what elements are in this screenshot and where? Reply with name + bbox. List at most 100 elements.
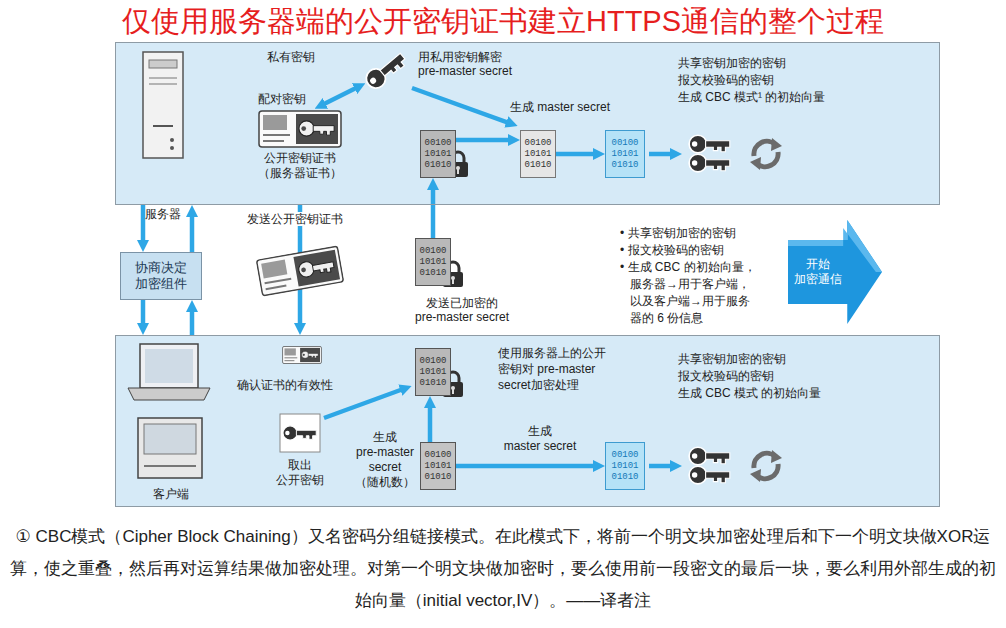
laptop-icon	[140, 344, 198, 388]
label-wrap: 生成	[373, 430, 397, 444]
node-text: 协商决定 加密组件	[132, 260, 190, 292]
flow-arrow	[141, 300, 146, 329]
step-label: 发送已加密的	[426, 296, 498, 310]
panel-heading: 客户端	[153, 487, 189, 501]
client-terminal-icon	[144, 465, 196, 467]
step-label: 服务器→用于客户端，	[630, 277, 750, 291]
node-text: 00100 10101 01010	[423, 450, 453, 483]
panel-heading-wrap: 客户端	[153, 487, 189, 501]
step-label: 确认证书的有效性	[237, 378, 333, 392]
public-key-icon	[283, 426, 316, 440]
step-label: 使用服务器上的公开	[498, 346, 606, 360]
public-key-icon	[280, 414, 320, 452]
encrypt-arrow	[324, 388, 406, 418]
step-label: 以及客户端→用于服务	[630, 294, 750, 308]
step-label: 共享密钥加密的密钥	[678, 352, 786, 366]
title-wrap: 仅使用服务器端的公开密钥证书建立HTTPS通信的整个过程	[0, 3, 1006, 39]
label-wrap: 生成 CBC 模式 的初始向量	[678, 386, 821, 400]
node-text: 00100 10101 01010	[610, 450, 640, 483]
flow-arrow	[190, 211, 195, 252]
label-wrap: 以及客户端→用于服务	[630, 294, 750, 308]
step-label: secret	[369, 460, 402, 474]
client-terminal-icon	[144, 424, 196, 454]
shared-key-icon	[689, 447, 730, 465]
step-label: 公开密钥	[276, 473, 324, 487]
step-label: 私有密钥	[267, 50, 315, 64]
decrypted-block: 00100 10101 01010	[520, 130, 556, 178]
flow-arrow	[428, 402, 433, 442]
label-wrap: 共享密钥加密的密钥	[678, 352, 786, 366]
label-wrap: master secret	[504, 439, 577, 453]
step-label: 生成	[528, 424, 552, 438]
start-arrow-highlight	[788, 220, 882, 272]
label-wrap: 用私用密钥解密	[418, 50, 502, 64]
label-wrap: • 生成 CBC 的初始向量，	[620, 260, 756, 274]
laptop-icon	[128, 388, 210, 400]
server-panel-fill	[115, 42, 940, 205]
random-block: 00100 10101 01010	[420, 442, 456, 490]
label-wrap: 公开密钥	[276, 473, 324, 487]
server-icon	[149, 60, 177, 68]
label-wrap: 取出	[288, 458, 312, 472]
label-wrap: secret加密处理	[498, 378, 579, 392]
derive-arrow	[649, 464, 676, 469]
server-icon	[143, 52, 183, 158]
start-arrow-shape	[788, 220, 882, 324]
public-key-icon	[280, 414, 320, 452]
check-certificate-icon	[283, 346, 322, 363]
diagram-title: 仅使用服务器端的公开密钥证书建立HTTPS通信的整个过程	[116, 3, 890, 39]
process-box: 协商决定 加密组件	[120, 252, 202, 300]
step-label: （随机数）	[355, 475, 415, 489]
step-label: pre-master secret	[418, 64, 512, 78]
label-wrap: pre-master	[356, 445, 414, 459]
flow-arrow	[141, 205, 146, 246]
label-wrap: （服务器证书）	[258, 166, 342, 180]
flow-arrow	[190, 306, 195, 335]
step-label: • 报文校验码的密钥	[620, 243, 724, 257]
encrypted-block: 00100 10101 01010	[415, 238, 451, 286]
step-label: 共享密钥加密的密钥	[678, 56, 786, 70]
step-label: master secret	[504, 439, 577, 453]
step-label: 报文校验码的密钥	[678, 73, 774, 87]
step-label: 生成 master secret	[510, 100, 610, 114]
laptop-icon	[145, 349, 193, 383]
step-label: 生成 CBC 模式¹ 的初始向量	[678, 90, 825, 104]
node-text: 开始 加密通信	[791, 257, 845, 287]
step-label: 取出	[288, 458, 312, 472]
label-wrap: （随机数）	[355, 475, 415, 489]
encrypted-block: 00100 10101 01010	[415, 348, 451, 396]
label-wrap: 生成 CBC 模式¹ 的初始向量	[678, 90, 825, 104]
label-wrap: pre-master secret	[415, 310, 509, 324]
start-arrow: 开始 加密通信	[788, 220, 882, 324]
flow-arrow	[556, 152, 599, 157]
step-label: 密钥对 pre-master	[498, 362, 595, 376]
server-icon	[143, 52, 183, 158]
client-terminal-icon	[138, 418, 202, 478]
sent-certificate-icon	[256, 246, 343, 296]
label-wrap: 公开密钥证书	[264, 151, 336, 165]
label-wrap: 生成	[528, 424, 552, 438]
label-wrap: secret	[369, 460, 402, 474]
label-wrap: 共享密钥加密的密钥	[678, 56, 786, 70]
shared-key-icon	[689, 154, 730, 172]
label-wrap: • 共享密钥加密的密钥	[620, 226, 736, 240]
shared-key-icon	[689, 135, 730, 153]
label-wrap: 密钥对 pre-master	[498, 362, 595, 376]
decrypt-arrow	[412, 88, 512, 124]
step-label: 用私用密钥解密	[418, 50, 502, 64]
pair-arrow	[320, 86, 360, 106]
server-icon	[153, 125, 173, 127]
edge-label: 发送公开密钥证书	[245, 212, 345, 226]
label-wrap: 报文校验码的密钥	[678, 73, 774, 87]
panel-heading: 服务器	[145, 207, 181, 221]
panel-band: 00100 10101 01010 00100 10101 01010 00100 …	[115, 335, 940, 507]
label-wrap: 配对密钥	[258, 92, 306, 106]
node-text: 00100 10101 01010	[418, 246, 448, 279]
laptop-icon	[128, 344, 210, 400]
step-label: 配对密钥	[258, 92, 306, 106]
server-icon	[170, 146, 174, 150]
label-wrap: • 报文校验码的密钥	[620, 243, 724, 257]
step-label: • 共享密钥加密的密钥	[620, 226, 736, 240]
shared-key-icon	[689, 466, 730, 484]
step-label: 生成 CBC 模式 的初始向量	[678, 386, 821, 400]
